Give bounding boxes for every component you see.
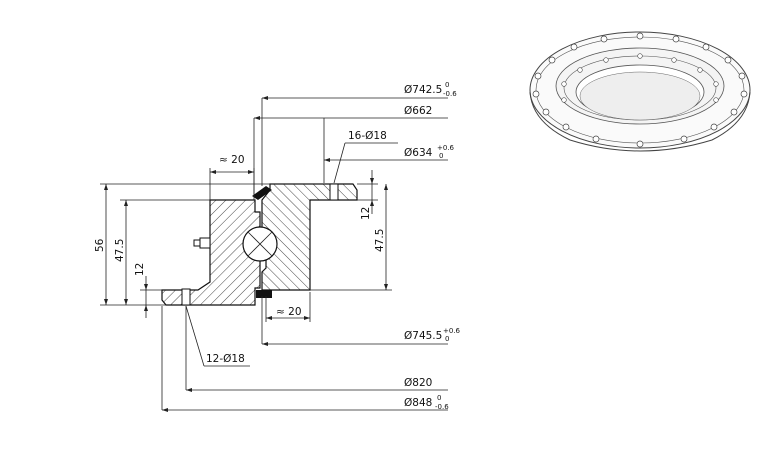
inner-ring-section [261, 183, 358, 291]
svg-text:+0.6: +0.6 [443, 327, 461, 335]
arrowheads [104, 96, 388, 412]
dim-820: Ø820 [404, 377, 432, 389]
dim-height-56: 56 [94, 238, 106, 252]
svg-text:-0.6: -0.6 [435, 403, 449, 411]
svg-text:0: 0 [439, 152, 443, 160]
lower-flange-hole [181, 288, 191, 306]
dim-634: Ø634 [404, 147, 433, 159]
dim-662: Ø662 [404, 105, 432, 117]
seal-bottom [256, 290, 272, 298]
svg-text:-0.6: -0.6 [443, 90, 457, 98]
dim-height-12-left: 12 [134, 263, 146, 276]
dim-gap-bottom: ≈ 20 [276, 306, 302, 318]
bearing-3d-illustration [529, 31, 751, 152]
dim-745-5: Ø745.5 [404, 330, 442, 342]
outer-ring-section [161, 199, 261, 306]
outer-bolt-holes [532, 32, 748, 148]
svg-text:0: 0 [445, 81, 449, 89]
dim-848: Ø848 [404, 397, 432, 409]
dim-16-holes: 16-Ø18 [348, 130, 387, 142]
dim-gap-top: ≈ 20 [219, 154, 245, 166]
svg-text:0: 0 [437, 394, 441, 402]
dimension-labels: Ø742.5 0 -0.6 Ø662 16-Ø18 Ø634 +0.6 0 ≈ … [94, 81, 461, 411]
dim-height-47-5-left: 47.5 [114, 239, 126, 262]
grease-nipple [199, 237, 211, 249]
svg-text:+0.6: +0.6 [437, 144, 455, 152]
dim-12-holes: 12-Ø18 [206, 353, 245, 365]
bearing-cross-section [161, 183, 358, 306]
dim-height-12-right: 12 [360, 207, 372, 220]
svg-text:0: 0 [445, 335, 449, 343]
dimension-lines [100, 97, 448, 411]
upper-flange-hole [329, 183, 339, 201]
dim-742-5: Ø742.5 [404, 84, 442, 96]
seal-top [252, 186, 272, 200]
dim-height-47-5-right: 47.5 [374, 229, 386, 252]
inner-bolt-holes [561, 53, 719, 103]
